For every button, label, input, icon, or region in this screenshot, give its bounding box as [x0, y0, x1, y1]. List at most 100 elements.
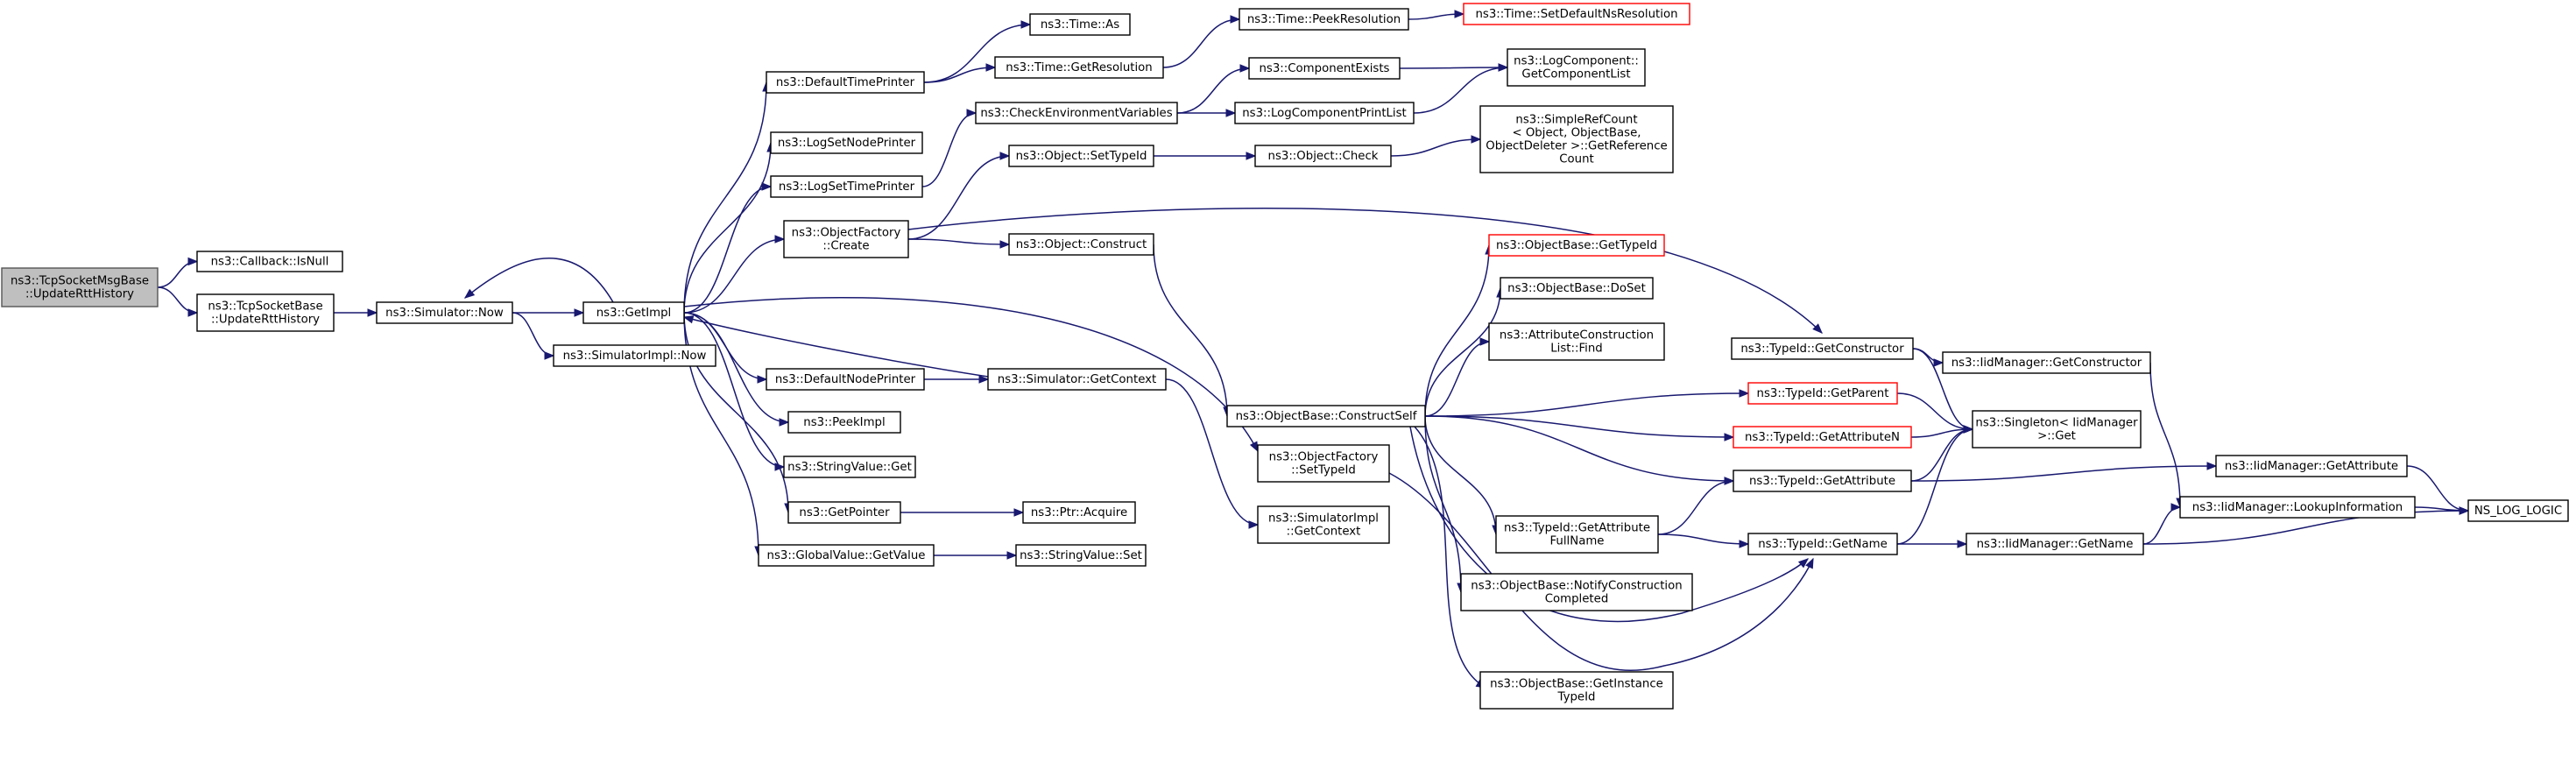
- edge-getimpl-to-sim_now: [464, 257, 614, 303]
- node-time_getres[interactable]: ns3::Time::GetResolution: [994, 56, 1164, 79]
- node-box-time_as: [1029, 13, 1131, 36]
- node-obj_check[interactable]: ns3::Object::Check: [1254, 145, 1392, 167]
- node-globalvalue_getvalue[interactable]: ns3::GlobalValue::GetValue: [758, 544, 935, 567]
- node-peekimpl[interactable]: ns3::PeekImpl: [787, 411, 901, 434]
- node-label-simplerefcount: Count: [1559, 153, 1594, 166]
- node-cb_isnull[interactable]: ns3::Callback::IsNull: [196, 251, 343, 272]
- node-box-default_time_printer: [766, 71, 925, 94]
- node-label-typeid_getattr_fullname: FullName: [1550, 535, 1605, 548]
- node-iid_getattribute[interactable]: ns3::IidManager::GetAttribute: [2215, 455, 2408, 477]
- node-label-typeid_getname: ns3::TypeId::GetName: [1758, 538, 1888, 551]
- node-obj_construct[interactable]: ns3::Object::Construct: [1008, 233, 1154, 256]
- arrowhead-obj_factory_create-to-obj_settypeid: [999, 152, 1011, 160]
- node-time_as[interactable]: ns3::Time::As: [1029, 13, 1131, 36]
- node-typeid_getname[interactable]: ns3::TypeId::GetName: [1747, 533, 1898, 555]
- node-default_time_printer[interactable]: ns3::DefaultTimePrinter: [766, 71, 925, 94]
- node-box-simplerefcount: [1479, 105, 1674, 173]
- node-typeid_getconstructor[interactable]: ns3::TypeId::GetConstructor: [1731, 337, 1914, 360]
- node-typeid_getparent[interactable]: ns3::TypeId::GetParent: [1747, 382, 1898, 405]
- edge-obj_factory_create-to-obj_settypeid: [907, 155, 1010, 240]
- node-label-iid_getname: ns3::IidManager::GetName: [1977, 538, 2134, 551]
- arrowhead-objbase_construct_self-to-typeid_getparent: [1739, 389, 1750, 398]
- node-box-time_getres: [994, 56, 1164, 79]
- node-box-peekimpl: [787, 411, 901, 434]
- node-simplerefcount[interactable]: ns3::SimpleRefCount< Object, ObjectBase,…: [1479, 105, 1674, 173]
- node-label-globalvalue_getvalue: ns3::GlobalValue::GetValue: [767, 549, 926, 562]
- edge-typeid_getattr_fullname-to-typeid_getattribute: [1657, 480, 1734, 535]
- node-objbase_doset[interactable]: ns3::ObjectBase::DoSet: [1500, 277, 1654, 300]
- node-sim_now[interactable]: ns3::Simulator::Now: [376, 301, 513, 324]
- node-label-attr_constr_find: List::Find: [1550, 343, 1602, 356]
- node-iid_getname[interactable]: ns3::IidManager::GetName: [1966, 533, 2144, 555]
- node-box-stringvalue_get: [783, 456, 916, 478]
- node-box-log_set_time: [770, 175, 923, 198]
- node-label-check_env: ns3::CheckEnvironmentVariables: [980, 107, 1172, 120]
- node-box-obj_construct: [1008, 233, 1154, 256]
- edge-objbase_construct_self-to-objbase_gettypeid: [1424, 244, 1490, 417]
- node-iid_getconstructor[interactable]: ns3::IidManager::GetConstructor: [1942, 351, 2151, 374]
- edge-objbase_construct_self-to-typeid_getattributen: [1424, 415, 1734, 438]
- edge-getimpl-to-objfactory_settypeid: [683, 296, 1259, 452]
- node-label-stringvalue_get: ns3::StringValue::Get: [787, 461, 912, 474]
- node-comp_exists[interactable]: ns3::ComponentExists: [1248, 57, 1401, 80]
- arrowhead-getimpl-to-log_set_time: [761, 182, 773, 191]
- node-box-sim_getcontext: [987, 368, 1167, 391]
- node-sim_getcontext[interactable]: ns3::Simulator::GetContext: [987, 368, 1167, 391]
- node-iid_lookupinfo[interactable]: ns3::IidManager::LookupInformation: [2179, 496, 2416, 519]
- node-label-sim_now: ns3::Simulator::Now: [385, 307, 504, 320]
- node-tcp_update[interactable]: ns3::TcpSocketBase::UpdateRttHistory: [196, 293, 335, 332]
- edge-objbase_construct_self-to-typeid_getattr_fullname: [1424, 415, 1497, 535]
- arrowhead-sim_now-to-getimpl: [574, 308, 585, 317]
- arrowhead-globalvalue_getvalue-to-stringvalue_set: [1006, 551, 1018, 560]
- node-label-objbase_notify: Completed: [1545, 593, 1609, 606]
- node-label-obj_factory_create: ns3::ObjectFactory: [792, 227, 901, 240]
- node-obj_settypeid[interactable]: ns3::Object::SetTypeId: [1008, 145, 1154, 167]
- node-stringvalue_get[interactable]: ns3::StringValue::Get: [783, 456, 916, 478]
- node-check_env[interactable]: ns3::CheckEnvironmentVariables: [975, 102, 1178, 124]
- node-objbase_notify[interactable]: ns3::ObjectBase::NotifyConstructionCompl…: [1460, 573, 1693, 611]
- node-box-comp_exists: [1248, 57, 1401, 80]
- node-log_set_time[interactable]: ns3::LogSetTimePrinter: [770, 175, 923, 198]
- node-root[interactable]: ns3::TcpSocketMsgBase::UpdateRttHistory: [1, 267, 159, 307]
- node-label-sim_getcontext: ns3::Simulator::GetContext: [998, 373, 1156, 386]
- node-box-typeid_getname: [1747, 533, 1898, 555]
- node-objbase_construct_self[interactable]: ns3::ObjectBase::ConstructSelf: [1226, 405, 1426, 427]
- node-obj_factory_create[interactable]: ns3::ObjectFactory::Create: [783, 220, 909, 258]
- node-log_comp_printlist[interactable]: ns3::LogComponentPrintList: [1234, 102, 1415, 124]
- arrowhead-getimpl-to-peekimpl: [779, 418, 790, 427]
- node-simimpl_getcontext[interactable]: ns3::SimulatorImpl::GetContext: [1257, 505, 1390, 544]
- edges-layer: [157, 10, 2470, 689]
- node-label-objbase_getinstance: ns3::ObjectBase::GetInstance: [1490, 678, 1663, 691]
- node-getpointer[interactable]: ns3::GetPointer: [787, 501, 901, 524]
- node-box-obj_check: [1254, 145, 1392, 167]
- node-objfactory_settypeid[interactable]: ns3::ObjectFactory::SetTypeId: [1257, 444, 1390, 483]
- node-singleton_get[interactable]: ns3::Singleton< IidManager>::Get: [1972, 410, 2142, 449]
- node-default_node_printer[interactable]: ns3::DefaultNodePrinter: [766, 368, 925, 391]
- node-log_set_node[interactable]: ns3::LogSetNodePrinter: [770, 131, 923, 154]
- arrowhead-check_env-to-comp_exists: [1239, 64, 1251, 73]
- node-simimpl_now[interactable]: ns3::SimulatorImpl::Now: [553, 344, 716, 367]
- edge-root-to-tcp_update: [157, 286, 198, 314]
- edge-check_env-to-comp_exists: [1176, 67, 1250, 114]
- node-ns_log_logic[interactable]: NS_LOG_LOGIC: [2467, 499, 2569, 522]
- node-objbase_gettypeid[interactable]: ns3::ObjectBase::GetTypeId: [1488, 234, 1665, 257]
- node-box-objfactory_settypeid: [1257, 444, 1390, 483]
- node-label-time_getres: ns3::Time::GetResolution: [1006, 61, 1152, 74]
- node-label-comp_exists: ns3::ComponentExists: [1259, 62, 1389, 75]
- node-stringvalue_set[interactable]: ns3::StringValue::Set: [1015, 544, 1147, 567]
- node-ptr_acquire[interactable]: ns3::Ptr::Acquire: [1022, 501, 1136, 524]
- node-label-iid_getattribute: ns3::IidManager::GetAttribute: [2225, 460, 2398, 473]
- node-time_peekres[interactable]: ns3::Time::PeekResolution: [1239, 8, 1409, 31]
- node-logcomp_getlist[interactable]: ns3::LogComponent::GetComponentList: [1507, 48, 1646, 87]
- node-typeid_getattributen[interactable]: ns3::TypeId::GetAttributeN: [1733, 426, 1912, 449]
- node-box-obj_factory_create: [783, 220, 909, 258]
- edge-objfactory_settypeid-to-typeid_getname: [1388, 472, 1814, 671]
- node-getimpl[interactable]: ns3::GetImpl: [582, 301, 685, 324]
- node-time_setdefault[interactable]: ns3::Time::SetDefaultNsResolution: [1463, 3, 1690, 25]
- node-label-singleton_get: >::Get: [2037, 430, 2076, 443]
- edge-iid_getname-to-iid_lookupinfo: [2142, 506, 2181, 545]
- node-typeid_getattribute[interactable]: ns3::TypeId::GetAttribute: [1733, 470, 1912, 492]
